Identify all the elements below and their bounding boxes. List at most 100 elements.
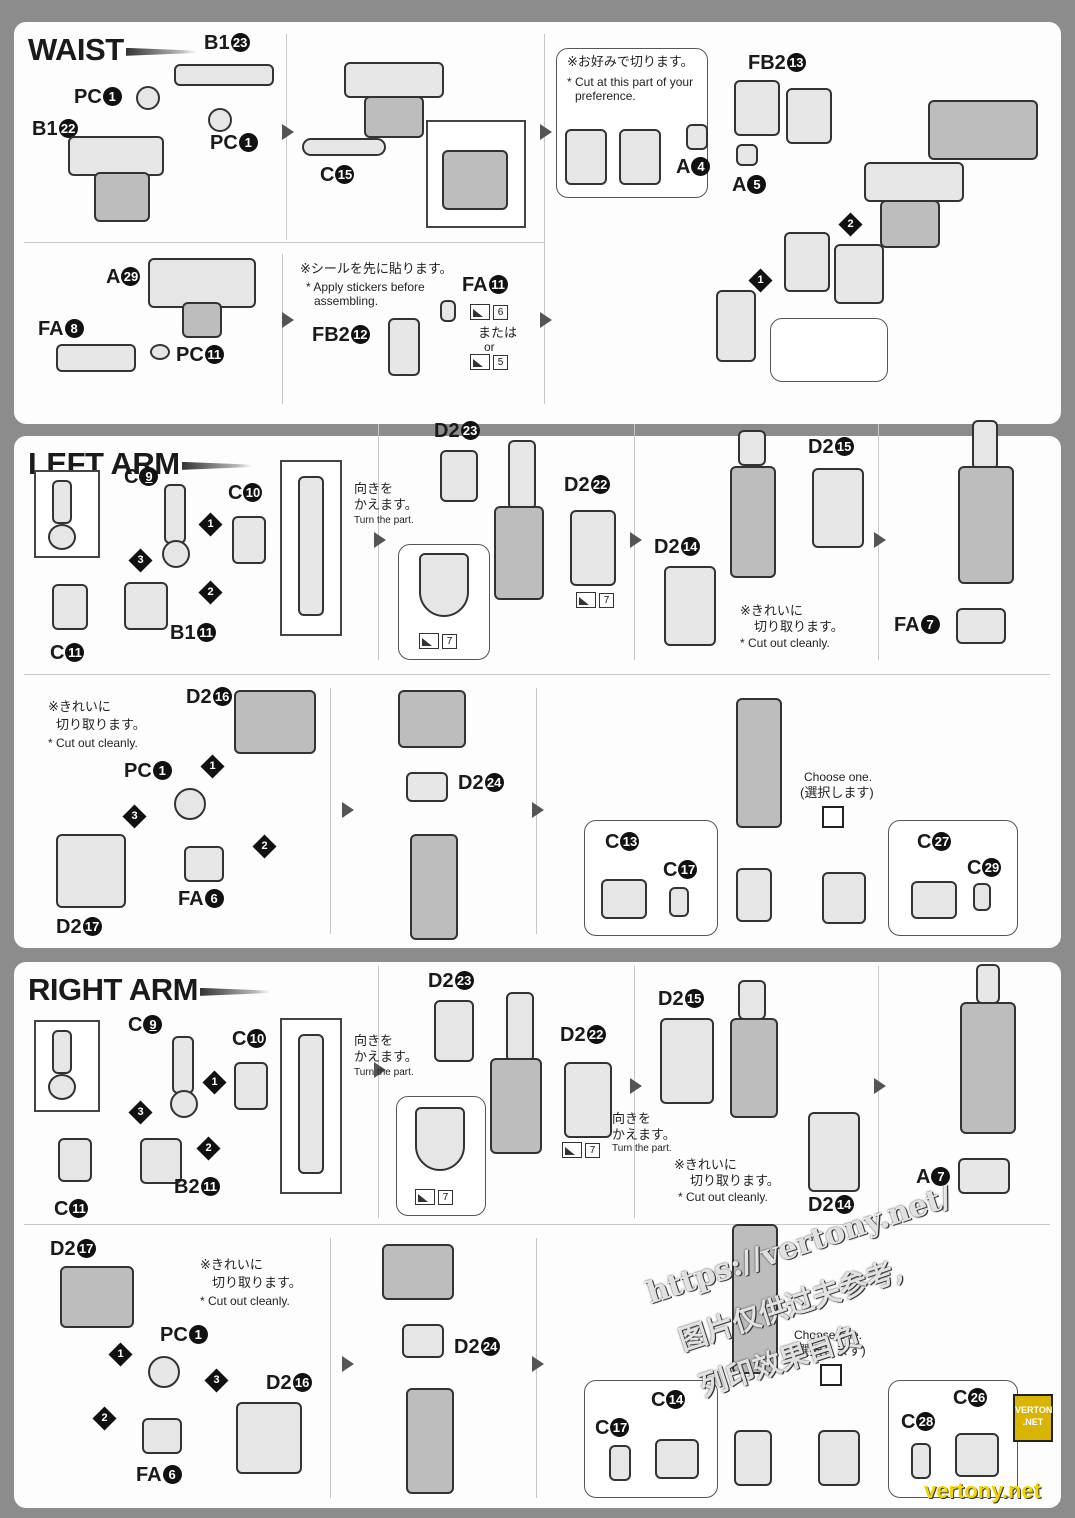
part-A-29 xyxy=(148,258,256,308)
part-hand-option-1 xyxy=(736,868,772,922)
part-C-15 xyxy=(302,138,386,156)
part-D2-17 xyxy=(56,834,126,908)
part-rear-skirt xyxy=(928,100,1038,160)
part-waist-assembly-lower xyxy=(880,200,940,248)
sticker-choose-icon xyxy=(822,806,844,828)
part-front-skirt-left xyxy=(784,232,830,292)
part-FA-8 xyxy=(56,344,136,372)
sticker-ref-6: 6 xyxy=(470,304,508,320)
part-hand-option-2-right xyxy=(818,1430,860,1486)
part-B2-11 xyxy=(140,1138,182,1184)
part-D2-23-right xyxy=(434,1000,474,1062)
part-C-9-joint xyxy=(162,540,190,568)
part-C-11 xyxy=(52,584,88,630)
part-arm-assembled-right xyxy=(960,1002,1016,1134)
part-C-10 xyxy=(232,516,266,564)
part-C-9-right xyxy=(172,1036,194,1094)
part-D2-22 xyxy=(570,510,616,586)
part-upper-arm xyxy=(730,466,776,578)
part-FB2-13-left xyxy=(734,80,780,136)
part-D2-16 xyxy=(234,690,316,754)
part-PC-1 xyxy=(174,788,206,820)
part-A-7 xyxy=(958,1158,1010,1194)
part-D2-22-right xyxy=(564,1062,612,1138)
part-A-4 xyxy=(686,124,708,150)
part-hand-option-2 xyxy=(822,872,866,924)
part-C-9 xyxy=(164,484,186,544)
part-D2-14 xyxy=(664,566,716,646)
part-D2-24-right xyxy=(402,1324,444,1358)
part-C-11-right xyxy=(58,1138,92,1182)
part-D2-17-right xyxy=(60,1266,134,1328)
bubble-cut-pref: ※お好みで切ります。 * Cut at this part of your pr… xyxy=(556,48,708,198)
part-arm-assembled xyxy=(958,466,1014,584)
part-forearm-lower xyxy=(410,834,458,940)
part-FA-6-right xyxy=(142,1418,182,1454)
part-arm-top xyxy=(972,420,998,470)
inset-waist-view xyxy=(426,120,526,228)
part-D2-16-right xyxy=(236,1402,302,1474)
part-D2-15-right xyxy=(660,1018,714,1104)
part-waist-assembly xyxy=(864,162,964,202)
part-forearm-body xyxy=(494,506,544,600)
part-waist-core xyxy=(344,62,444,98)
part-forearm-lower-right xyxy=(406,1388,454,1494)
part-FA-11 xyxy=(440,300,456,322)
part-D2-23 xyxy=(440,450,478,502)
part-full-arm-right xyxy=(732,1224,778,1374)
part-B1-22-lower xyxy=(94,172,150,222)
inset-arm-assembled-right xyxy=(280,1018,342,1194)
part-A-5 xyxy=(736,144,758,166)
bubble-D2-23-detail: 7 xyxy=(398,544,490,660)
step-marker-1: 1 xyxy=(748,268,773,293)
part-upper-arm-right xyxy=(730,1018,778,1118)
part-FA-7 xyxy=(956,608,1006,644)
part-hand-option-1-right xyxy=(734,1430,772,1486)
part-D2-15 xyxy=(812,468,864,548)
inset-C9-detail xyxy=(34,470,100,558)
part-B1-22 xyxy=(68,136,164,176)
part-A-29-lower xyxy=(182,302,222,338)
part-waist-core-lower xyxy=(364,96,424,138)
sticker-ref-5: 5 xyxy=(470,354,508,370)
bubble-D2-23-detail-right: 7 xyxy=(396,1096,486,1216)
part-skirt-side xyxy=(716,290,756,362)
part-elbow-right xyxy=(382,1244,454,1300)
part-D2-24 xyxy=(406,772,448,802)
part-PC-1-right xyxy=(148,1356,180,1388)
